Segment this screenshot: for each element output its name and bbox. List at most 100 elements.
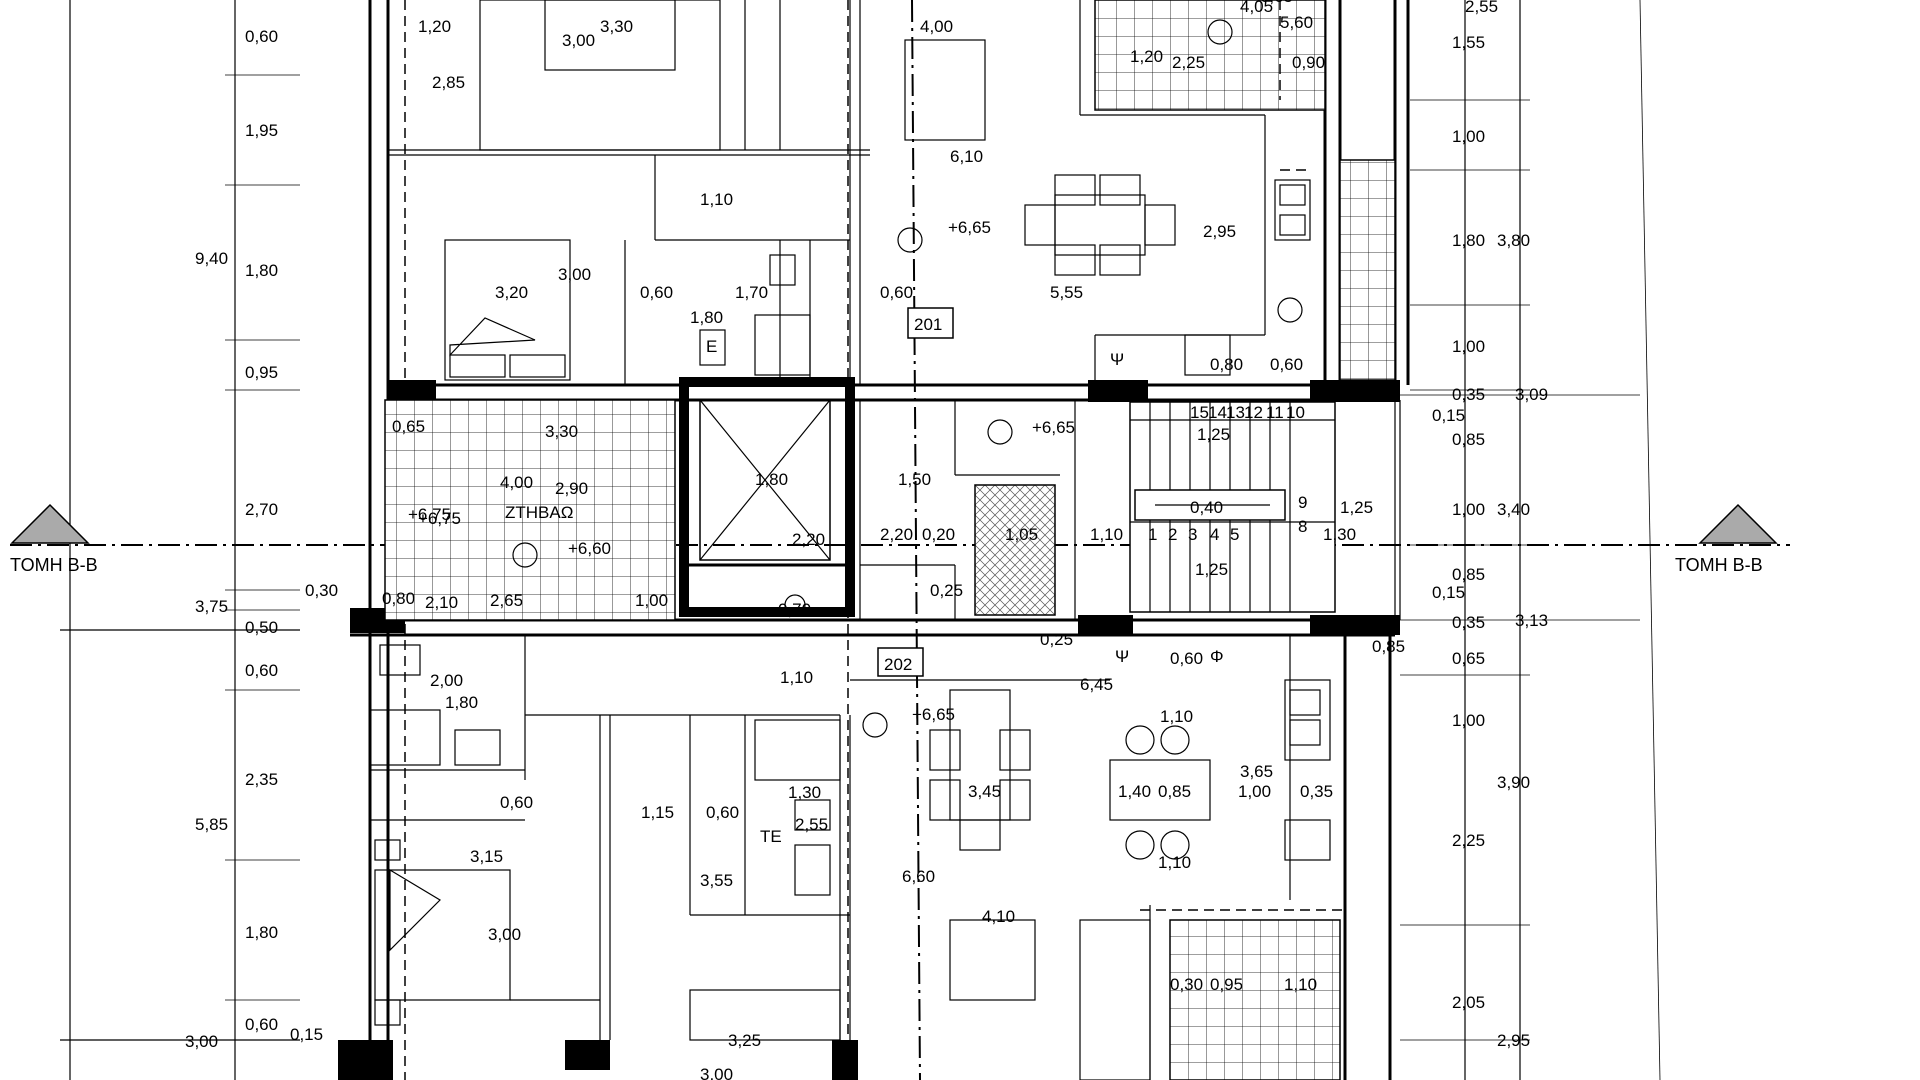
interior-dim: 3,45 — [968, 782, 1001, 801]
left-segment-dim: 1,95 — [245, 121, 278, 140]
interior-dim: 2,00 — [430, 671, 463, 690]
interior-dim: 1,00 — [635, 591, 668, 610]
interior-dim: 1,10 — [1090, 525, 1123, 544]
interior-dim: 3,30 — [545, 422, 578, 441]
interior-dim: 0,60 — [1170, 649, 1203, 668]
stair-step-number: 11 — [1266, 403, 1284, 422]
left-segment-dim: 1,80 — [245, 261, 278, 280]
stair-step-number: 15 — [1190, 403, 1209, 422]
interior-dim: 4,10 — [982, 907, 1015, 926]
interior-dim: 0,60 — [880, 283, 913, 302]
interior-dim: 1,30 — [788, 783, 821, 802]
interior-dim: 1,15 — [641, 803, 674, 822]
interior-dim: 1,10 — [700, 190, 733, 209]
stair-step-number: 12 — [1244, 403, 1263, 422]
level-label-201: +6,65 — [948, 218, 991, 237]
interior-dim: 1,80 — [755, 470, 788, 489]
interior-dim: 1,50 — [898, 470, 931, 489]
interior-dim: 1,80 — [445, 693, 478, 712]
stair-step-number: 5 — [1230, 525, 1239, 544]
stair-step-number: 10 — [1286, 403, 1305, 422]
right-overall-dim: 2,55 — [1465, 0, 1498, 16]
interior-dim: 0,20 — [922, 525, 955, 544]
interior-dim: 1,80 — [690, 308, 723, 327]
right-dimension-chains — [1400, 0, 1661, 1080]
interior-dim: 3,15 — [470, 847, 503, 866]
interior-dim: 1,40 — [1118, 782, 1151, 801]
left-segment-dim: 0,95 — [245, 363, 278, 382]
interior-dim: 2,20 — [792, 530, 825, 549]
left-segment-dim: 0,60 — [245, 27, 278, 46]
drawing-labels: ΤΟΜΗ Β-Β ΤΟΜΗ Β-Β 201 202 +6,65 +6,65 +6… — [10, 0, 1763, 1080]
interior-dim: 4,00 — [920, 17, 953, 36]
right-overall-dim: 0,85 — [1372, 637, 1405, 656]
center-axis — [911, 0, 921, 1080]
interior-dim: 3,55 — [700, 871, 733, 890]
interior-dim: 0,40 — [1190, 498, 1223, 517]
interior-dim: 0,25 — [1040, 630, 1073, 649]
interior-dim: 0,60 — [640, 283, 673, 302]
interior-dim: 2,10 — [425, 593, 458, 612]
unit-202-label: 202 — [884, 655, 912, 674]
stair-step-number: 8 — [1298, 517, 1307, 536]
right-segment-dim: 2,05 — [1452, 993, 1485, 1012]
interior-dim: 0,30 — [1170, 975, 1203, 994]
right-segment-dim: 2,25 — [1452, 831, 1485, 850]
unit-201-label: 201 — [914, 315, 942, 334]
room-label-e: Ε — [706, 337, 717, 356]
interior-dim: 3,65 — [1240, 762, 1273, 781]
left-segment-dim: 0,60 — [245, 1015, 278, 1034]
room-label-psi-201: Ψ — [1110, 350, 1124, 369]
interior-dim: +6,75 — [418, 509, 461, 528]
interior-dim: 6,60 — [902, 867, 935, 886]
interior-dim: 1,20 — [418, 17, 451, 36]
section-label-right: ΤΟΜΗ Β-Β — [1675, 555, 1763, 575]
interior-dim: 3,30 — [600, 17, 633, 36]
level-marker-hall-icon — [512, 542, 538, 568]
right-segment-dim: 1,00 — [1452, 337, 1485, 356]
right-segment-dim: 1,80 — [1452, 231, 1485, 250]
interior-dim: 1,70 — [735, 283, 768, 302]
stairs — [1129, 401, 1336, 613]
interior-dim: +6,60 — [568, 539, 611, 558]
interior-dim: 1,25 — [1195, 560, 1228, 579]
interior-dim: 2,90 — [555, 479, 588, 498]
interior-dim: 0,85 — [1158, 782, 1191, 801]
interior-dim: 5,55 — [1050, 283, 1083, 302]
right-segment-dim: 1,00 — [1452, 711, 1485, 730]
left-segment-dim: 0,50 — [245, 618, 278, 637]
interior-dim: 0,70 — [778, 600, 811, 619]
interior-dim: 2,25 — [1172, 53, 1205, 72]
interior-dim: 1,30 — [1323, 525, 1356, 544]
interior-dim: 0,65 — [392, 417, 425, 436]
interior-dim: 2,55 — [795, 815, 828, 834]
left-segment-dim: 2,35 — [245, 770, 278, 789]
level-marker-stair-icon — [987, 419, 1013, 445]
left-overall-dim: 3,75 — [195, 597, 228, 616]
right-segment-dim: 0,65 — [1452, 649, 1485, 668]
right-overall-dim: 3,80 — [1497, 231, 1530, 250]
room-label-psi-202: Ψ — [1115, 647, 1129, 666]
right-segment-dim: 0,15 — [1432, 583, 1465, 602]
interior-dim: 1,10 — [1284, 975, 1317, 994]
interior-dim: 2,85 — [432, 73, 465, 92]
interior-dim: 1,05 — [1005, 525, 1038, 544]
level-label-hall: +6,75 — [408, 505, 451, 524]
right-segment-dim: 1,00 — [1452, 500, 1485, 519]
interior-dim: 1,00 — [1238, 782, 1271, 801]
interior-dim: 0,35 — [1300, 782, 1333, 801]
left-segment-dim: 0,15 — [290, 1025, 323, 1044]
interior-dim: 3,00 — [562, 31, 595, 50]
interior-dim: 3,20 — [495, 283, 528, 302]
stair-step-number: 1 — [1148, 525, 1157, 544]
left-overall-dim: 5,85 — [195, 815, 228, 834]
interior-dim: 0,80 — [1210, 355, 1243, 374]
level-label-stair: +6,65 — [1032, 418, 1075, 437]
right-segment-dim: 0,35 — [1452, 613, 1485, 632]
right-segment-dim: 0,85 — [1452, 430, 1485, 449]
room-label-te: ΤΕ — [760, 827, 782, 846]
interior-dim: 5,60 — [1280, 13, 1313, 32]
interior-dim: 0,25 — [930, 581, 963, 600]
room-label-hall: ΖΤΗΒΑΩ — [505, 503, 573, 522]
interior-dim: 1,10 — [780, 668, 813, 687]
